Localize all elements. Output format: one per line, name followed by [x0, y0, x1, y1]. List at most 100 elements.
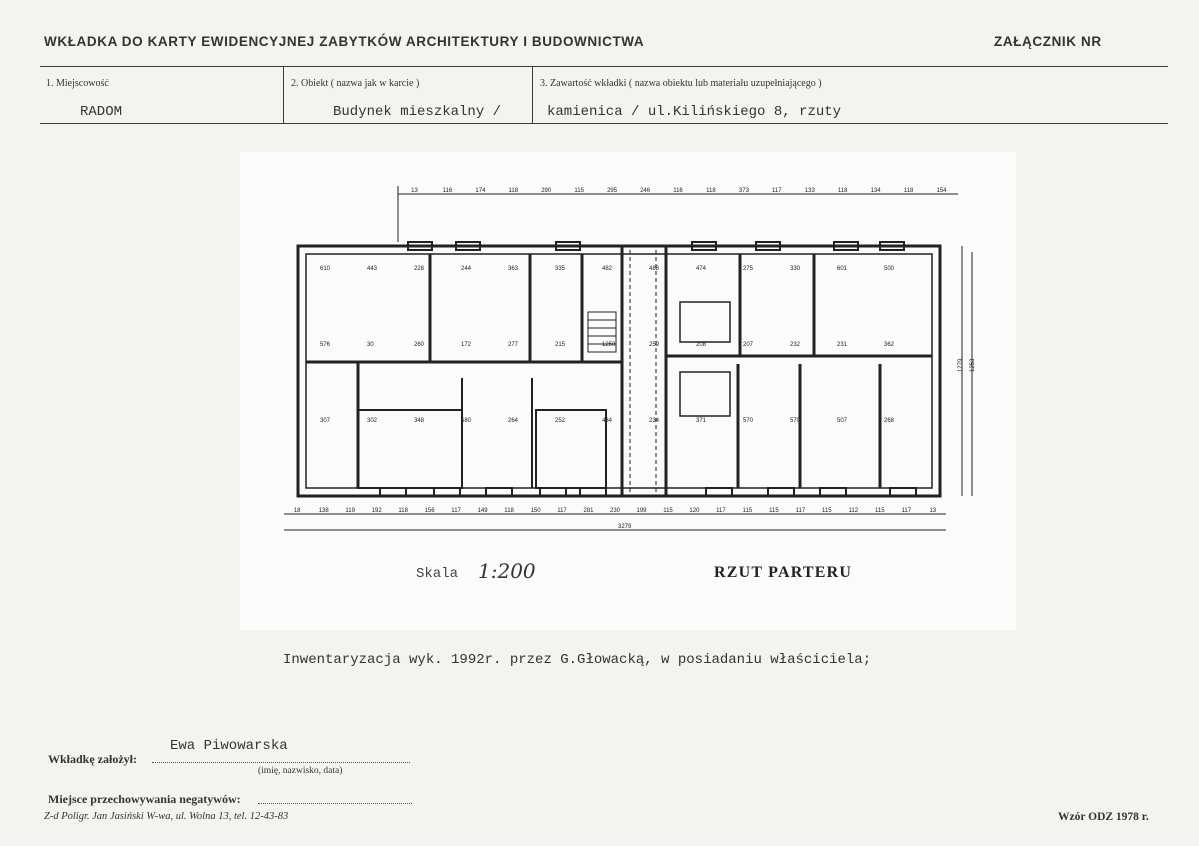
room-dimension-value: 244	[461, 266, 472, 272]
top-dimension-value: 118	[904, 188, 914, 194]
floor-plan-drawing: 1311617411829011529524611611837311713311…	[284, 186, 976, 531]
room-dimension-value: 371	[696, 418, 707, 424]
room-dimension-value: 335	[555, 266, 566, 272]
bottom-dimension-value: 119	[345, 508, 355, 514]
attachment-number-label: ZAŁĄCZNIK NR	[994, 34, 1102, 49]
room-dimension-value: 362	[884, 342, 895, 348]
bottom-dimension-value: 117	[796, 508, 806, 514]
room-dimension-value: 570	[743, 418, 754, 424]
bottom-dimension-value: 192	[372, 508, 383, 514]
room-dimension-value: 275	[743, 266, 754, 272]
room-dimension-value: 507	[837, 418, 848, 424]
room-dimension-value: 488	[649, 266, 660, 272]
side-dimension-label: 1253	[970, 358, 976, 372]
content-label: 3. Zawartość wkładki ( nazwa obiektu lub…	[540, 78, 822, 89]
room-dimension-value: 252	[555, 418, 566, 424]
room-dimension-value: 264	[508, 418, 519, 424]
top-dimension-value: 13	[411, 188, 418, 194]
printer-imprint: Z-d Poligr. Jan Jasiński W-wa, ul. Wolna…	[44, 811, 289, 822]
room-dimension-value: 363	[508, 266, 519, 272]
bottom-dimension-value: 117	[716, 508, 726, 514]
locality-value: RADOM	[80, 104, 123, 120]
locality-label: 1. Miejscowość	[46, 78, 109, 89]
room-dimension-value: 610	[320, 266, 331, 272]
top-dimension-value: 154	[936, 188, 947, 194]
negatives-dotted-line	[258, 803, 412, 804]
scale-value: 1:200	[478, 559, 536, 583]
bottom-dimension-value: 120	[689, 508, 700, 514]
table-divider-2	[532, 66, 533, 123]
room-dimension-value: 228	[414, 266, 425, 272]
bottom-dimension-value: 115	[769, 508, 779, 514]
room-dimension-value: 268	[884, 418, 895, 424]
top-dimension-value: 116	[443, 188, 453, 194]
room-outline	[679, 371, 731, 417]
top-dimension-value: 118	[838, 188, 848, 194]
room-dimension-value: 307	[320, 418, 331, 424]
top-dimension-value: 134	[871, 188, 882, 194]
bottom-dimension-value: 115	[875, 508, 885, 514]
room-dimension-value: 570	[790, 418, 801, 424]
inventory-note: Inwentaryzacja wyk. 1992r. przez G.Głowa…	[283, 652, 872, 668]
side-dimension-label: 1279	[958, 358, 964, 372]
negatives-label: Miejsce przechowywania negatywów:	[48, 792, 241, 806]
room-dimension-value: 601	[837, 266, 848, 272]
top-dimension-value: 295	[607, 188, 618, 194]
staircase	[587, 311, 617, 353]
top-dimension-value: 133	[805, 188, 816, 194]
bottom-dimension-value: 230	[610, 508, 621, 514]
room-dimension-value: 348	[414, 418, 425, 424]
room-dimension-value: 474	[696, 266, 707, 272]
bottom-dimension-value: 149	[478, 508, 489, 514]
room-dimension-value: 215	[555, 342, 566, 348]
bottom-dimension-value: 118	[398, 508, 408, 514]
bottom-dimension-value: 117	[451, 508, 461, 514]
room-dimension-value: 580	[461, 418, 472, 424]
room-dimension-value: 330	[790, 266, 801, 272]
object-value: Budynek mieszkalny /	[333, 104, 502, 120]
room-dimension-value: 232	[790, 342, 801, 348]
bottom-dimension-value: 118	[504, 508, 514, 514]
bottom-dimension-value: 156	[425, 508, 436, 514]
created-by-label: Wkładkę założył:	[48, 752, 137, 766]
bottom-dimension-value: 115	[663, 508, 673, 514]
room-dimension-value: 443	[367, 266, 378, 272]
created-by-dotted-line	[152, 762, 410, 763]
table-divider-1	[283, 66, 284, 123]
top-dimension-value: 118	[706, 188, 716, 194]
plan-title: RZUT PARTERU	[714, 564, 853, 581]
room-dimension-value: 434	[602, 418, 613, 424]
bottom-dimension-value: 112	[849, 508, 859, 514]
top-dimension-value: 118	[509, 188, 519, 194]
top-dimension-value: 290	[541, 188, 552, 194]
window-bays	[379, 241, 917, 497]
room-dimension-value: 277	[508, 342, 519, 348]
created-by-hint: (imię, nazwisko, data)	[258, 766, 343, 776]
form-title: WKŁADKA DO KARTY EWIDENCYJNEJ ZABYTKÓW A…	[44, 34, 645, 49]
top-dimension-value: 116	[673, 188, 683, 194]
room-dimension-value: 260	[414, 342, 425, 348]
room-outline	[535, 409, 607, 489]
room-dimension-value: 1250	[602, 342, 616, 348]
room-dimension-value: 234	[649, 418, 660, 424]
room-dimension-value: 259	[649, 342, 660, 348]
scale-label: Skala	[416, 566, 459, 582]
room-dimension-value: 302	[367, 418, 378, 424]
bottom-dimension-value: 13	[929, 508, 936, 514]
top-dimension-value: 246	[640, 188, 651, 194]
created-by-value: Ewa Piwowarska	[170, 738, 288, 754]
form-id: Wzór ODZ 1978 r.	[1058, 811, 1149, 823]
top-dimension-value: 174	[475, 188, 486, 194]
bottom-dimension-value: 115	[822, 508, 832, 514]
room-dimension-value: 30	[367, 342, 374, 348]
inner-wall-line	[305, 253, 933, 489]
room-dimension-value: 208	[696, 342, 707, 348]
room-outline	[679, 301, 731, 343]
room-dimension-value: 172	[461, 342, 472, 348]
total-dimension-label: 3279	[618, 524, 632, 530]
room-dimension-value: 500	[884, 266, 895, 272]
